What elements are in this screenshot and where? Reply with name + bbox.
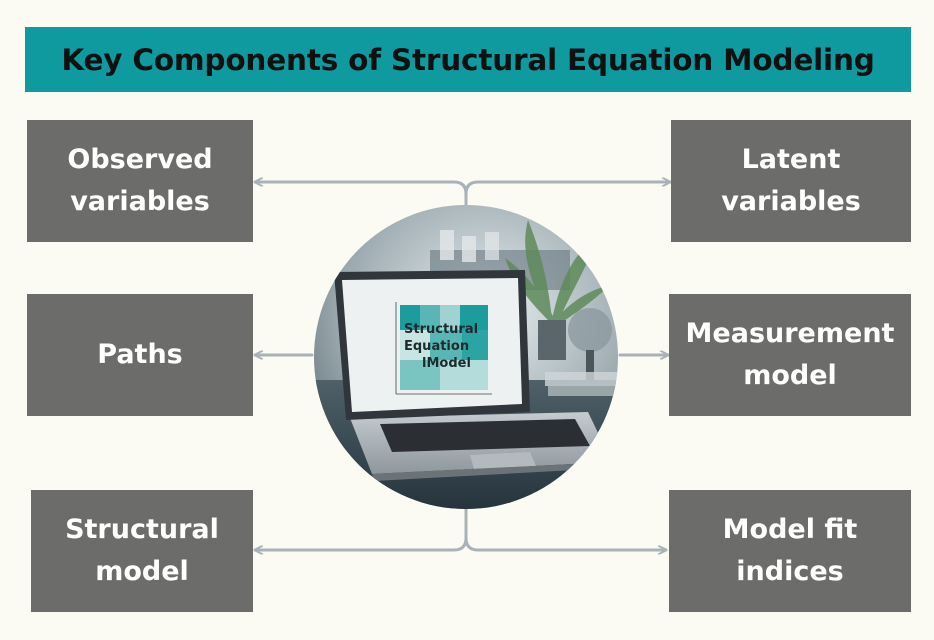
paths-label: Paths (97, 339, 183, 370)
latent-variables-box: Latent variables (671, 120, 911, 242)
measurement-model-label: Measurement model (685, 318, 895, 391)
measurement-model-box: Measurement model (669, 294, 911, 416)
structural-model-box: Structural model (31, 490, 253, 612)
observed-variables-box: Observed variables (27, 120, 253, 242)
observed-variables-label: Observed variables (67, 144, 213, 217)
top-connector-right (464, 182, 672, 196)
screen-chart (395, 302, 492, 395)
model-fit-indices-label: Model fit indices (722, 514, 858, 587)
diagram-title: Key Components of Structural Equation Mo… (61, 42, 875, 77)
structural-model-label: Structural model (65, 514, 219, 587)
latent-variables-label: Latent variables (721, 144, 861, 217)
screen-text-line1: Structural (404, 322, 478, 337)
title-banner: Key Components of Structural Equation Mo… (25, 27, 911, 92)
screen-text-line3: lModel (422, 356, 471, 371)
screen-text-line2: Equation (404, 339, 469, 354)
bottom-connector-right (464, 536, 668, 550)
model-fit-indices-box: Model fit indices (669, 490, 911, 612)
paths-box: Paths (27, 294, 253, 416)
